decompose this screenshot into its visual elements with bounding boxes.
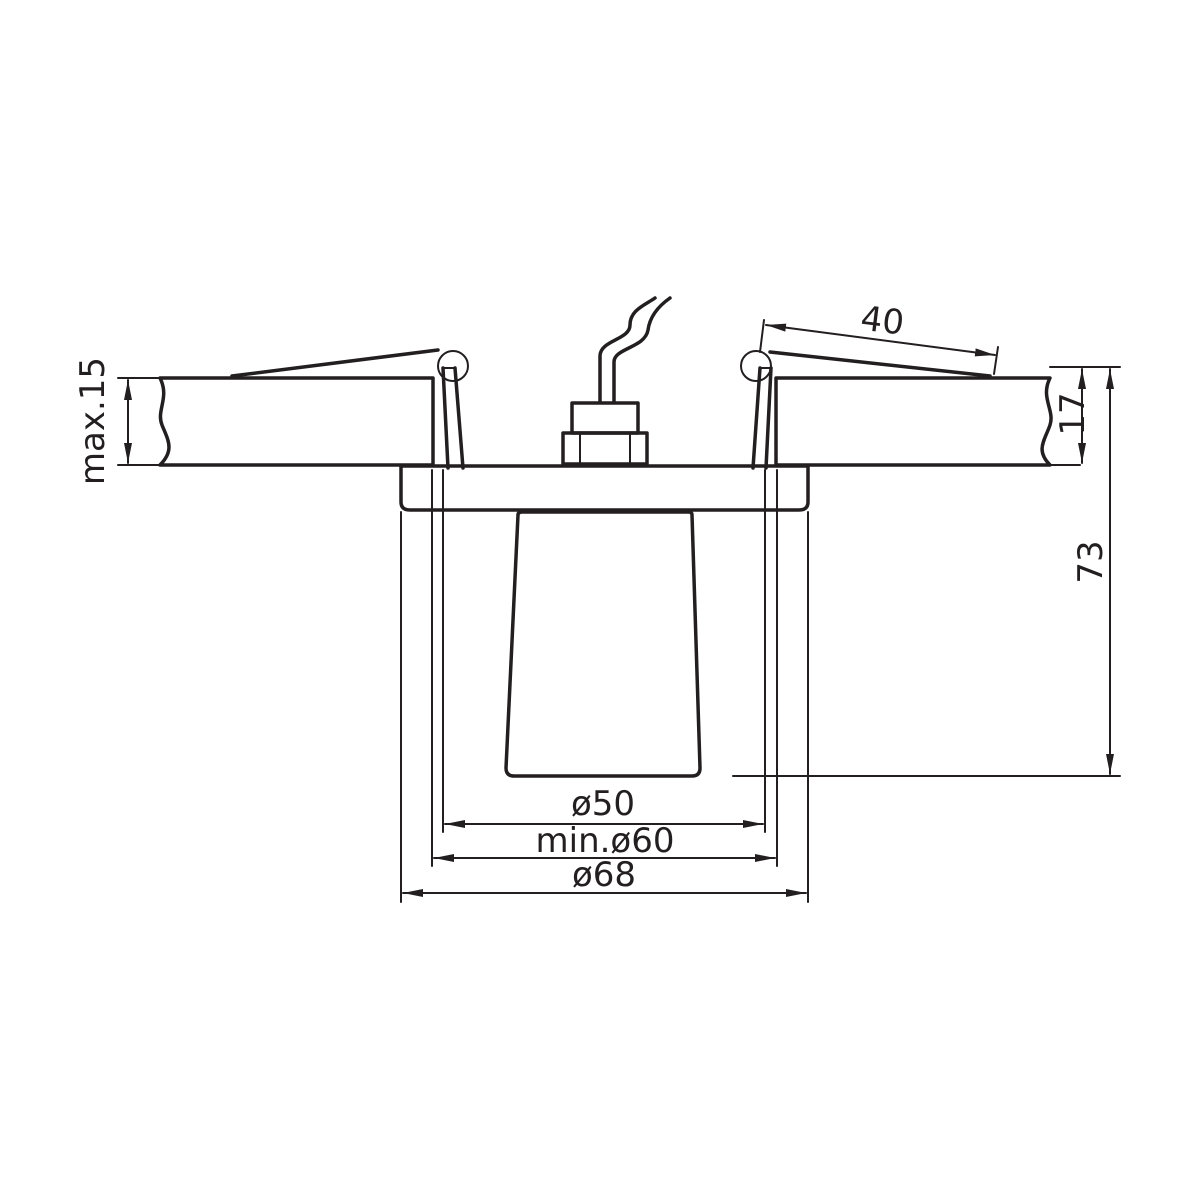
- glass-shade: [504, 510, 702, 778]
- label-cutout-diameter: min.ø60: [536, 821, 675, 861]
- ceiling-panel-right: [774, 376, 1053, 467]
- label-total-height: 73: [1071, 540, 1111, 583]
- dim-line-spring-length: [765, 323, 996, 357]
- dimension-lines: [124, 323, 1114, 897]
- spring-clip-left: [230, 348, 469, 470]
- extension-lines: [117, 319, 1121, 903]
- label-max-thickness: max.15: [73, 357, 113, 485]
- terminal-block: [561, 401, 649, 466]
- label-outer-diameter: ø68: [572, 855, 636, 895]
- ceiling-panel-left: [158, 376, 435, 467]
- label-inner-diameter: ø50: [571, 784, 635, 824]
- label-panel-thickness: 17: [1053, 392, 1093, 435]
- cable: [598, 296, 672, 404]
- spring-clip-right: [740, 350, 992, 470]
- label-spring-length: 40: [858, 299, 906, 344]
- flange-ring: [399, 464, 810, 512]
